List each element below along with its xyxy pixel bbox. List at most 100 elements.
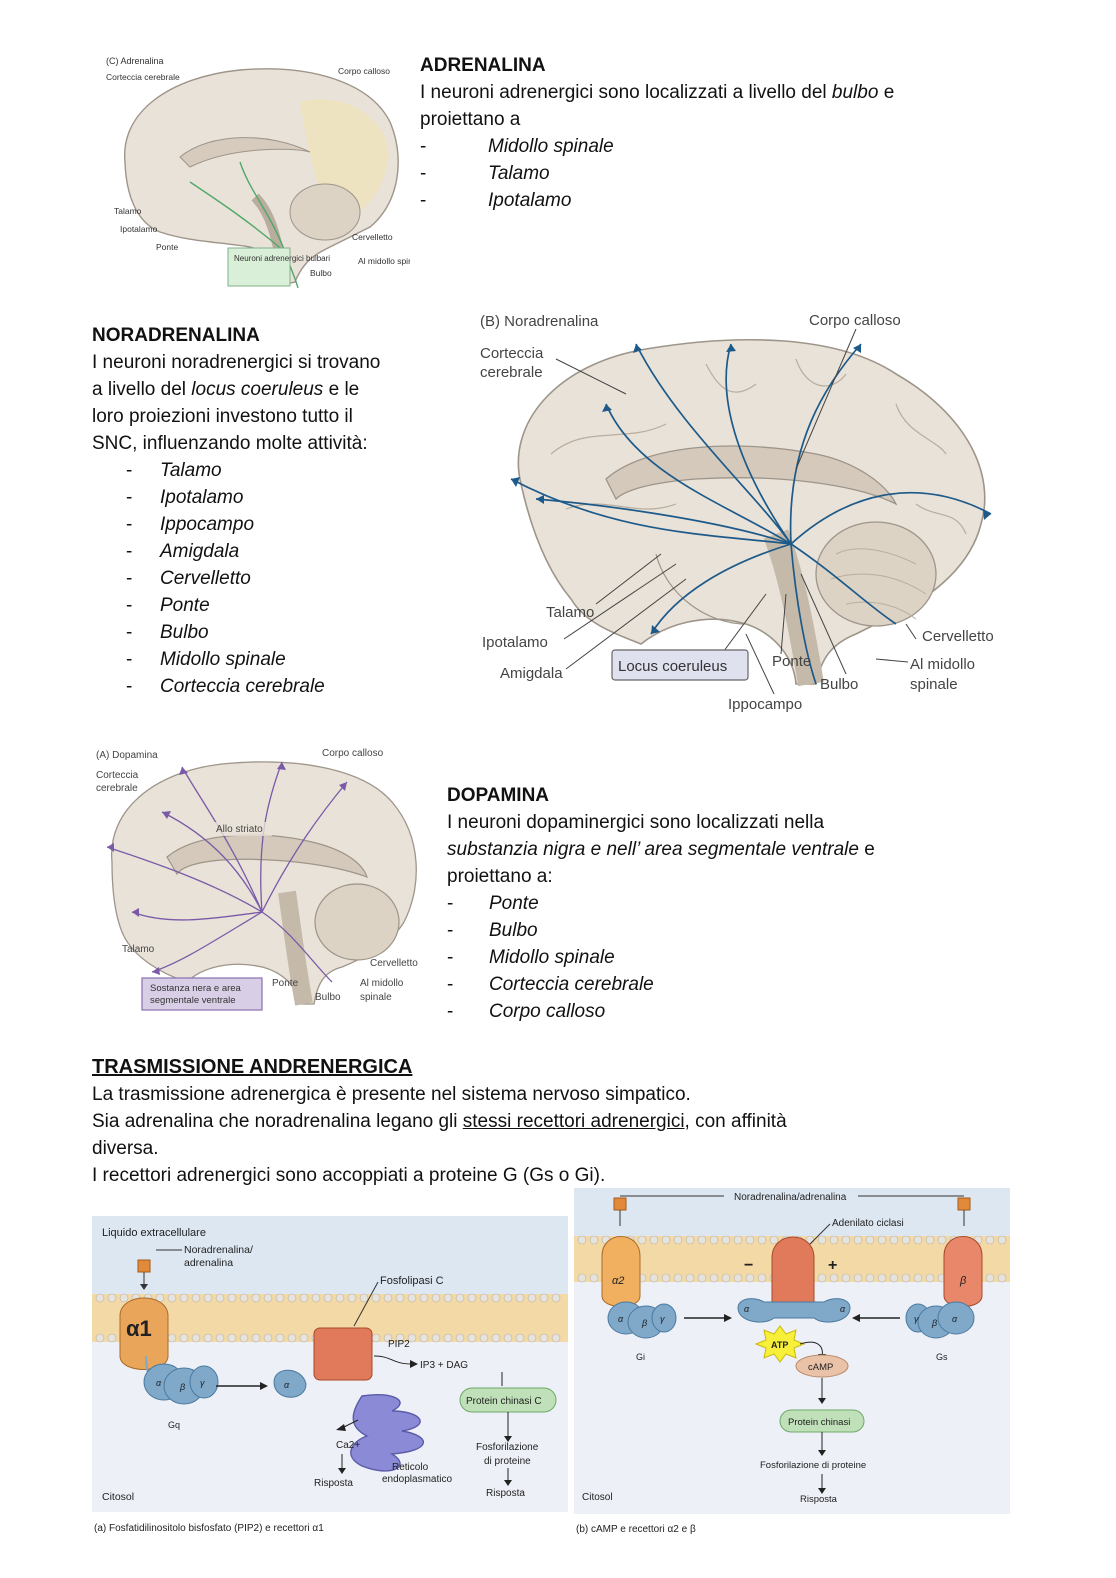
trasmissione-p1: La trasmissione adrenergica è presente n… <box>92 1084 691 1105</box>
nor-lbl-amigdala: Amigdala <box>500 665 563 682</box>
list-item: -Midollo spinale <box>420 136 614 157</box>
figure-a-pip2: Liquido extracellulare Noradrenalina/ ad… <box>92 1216 572 1536</box>
svg-text:α: α <box>156 1378 162 1388</box>
adrenalina-intro-em: bulbo <box>831 82 879 103</box>
adrenalina-intro-2: proiettano a <box>420 109 521 130</box>
adrenalina-intro-text: I neuroni adrenergici sono localizzati a… <box>420 82 827 103</box>
nor-projections <box>510 343 992 685</box>
noradrenalina-line4: SNC, influenzando molte attività: <box>92 433 368 454</box>
dop-lbl-sostanza1: Sostanza nera e area <box>150 983 242 994</box>
nor-lbl-spinale: spinale <box>910 676 958 693</box>
list-item: -Cervelletto <box>126 568 251 589</box>
nor-lbl-ipotalamo: Ipotalamo <box>482 634 548 651</box>
noradrenalina-list: -Talamo -Ipotalamo -Ippocampo -Amigdala … <box>92 457 462 700</box>
list-item: -Ipotalamo <box>126 487 244 508</box>
trasmissione-heading: TRASMISSIONE ANDRENERGICA <box>92 1056 413 1078</box>
nor-lbl-ippocampo: Ippocampo <box>728 696 802 713</box>
dopamina-line2em: substanzia nigra e nell’ area segmentale… <box>447 839 859 860</box>
figure-b-camp: Noradrenalina/adrenalina Adenilato cicla… <box>574 1188 1016 1538</box>
fa-nor2: adrenalina <box>184 1257 233 1269</box>
list-item: -Ipotalamo <box>420 190 572 211</box>
svg-text:β: β <box>641 1318 647 1328</box>
list-item: -Ponte <box>126 595 210 616</box>
trasmissione-section: TRASMISSIONE ANDRENERGICA La trasmission… <box>92 1054 1052 1189</box>
svg-text:γ: γ <box>200 1378 205 1388</box>
adrenalina-heading: ADRENALINA <box>420 55 546 76</box>
adr-lbl-al-midollo: Al midollo spinale <box>358 256 410 266</box>
dop-lbl-cerebrale: cerebrale <box>96 783 138 794</box>
svg-text:β: β <box>931 1318 937 1328</box>
nor-lbl-corteccia: Corteccia <box>480 345 544 362</box>
dopamina-line2b: e <box>864 839 875 860</box>
list-item: -Talamo <box>420 163 550 184</box>
dop-lbl-al-midollo: Al midollo <box>360 978 404 989</box>
dopamina-heading: DOPAMINA <box>447 785 550 806</box>
adr-lbl-ipotalamo: Ipotalamo <box>120 224 158 234</box>
nor-lbl-talamo: Talamo <box>546 604 594 621</box>
nor-lbl-cerebrale: cerebrale <box>480 364 543 381</box>
fb-gs: Gs <box>936 1352 948 1362</box>
fb-pk: Protein chinasi <box>788 1417 850 1428</box>
list-item: -Midollo spinale <box>447 947 615 968</box>
svg-text:α: α <box>744 1304 750 1314</box>
adrenalina-intro: I neuroni adrenergici sono localizzati a… <box>420 79 1020 106</box>
nor-lbl-ponte: Ponte <box>772 653 811 670</box>
list-item: -Bulbo <box>126 622 209 643</box>
fb-fosf: Fosforilazione di proteine <box>760 1460 866 1471</box>
list-item: -Talamo <box>126 460 222 481</box>
adrenalina-list: -Midollo spinale -Talamo -Ipotalamo <box>420 133 1020 214</box>
adr-lbl-bulbo: Bulbo <box>310 268 332 278</box>
fa-alpha1: α1 <box>126 1316 152 1341</box>
svg-text:β: β <box>179 1382 185 1392</box>
fa-reticolo1: Reticolo <box>392 1462 429 1473</box>
fa-pip2: PIP2 <box>388 1339 410 1350</box>
dopamina-figure: (A) Dopamina Corteccia cerebrale Corpo c… <box>92 742 432 1018</box>
trasmissione-p3: I recettori adrenergici sono accoppiati … <box>92 1165 606 1186</box>
svg-text:α: α <box>840 1304 846 1314</box>
fa-fosf2: di proteine <box>484 1456 531 1467</box>
noradrenalina-line3: loro proiezioni investono tutto il <box>92 406 353 427</box>
fa-citosol: Citosol <box>102 1491 134 1503</box>
noradrenalina-heading: NORADRENALINA <box>92 325 260 346</box>
list-item: -Bulbo <box>447 920 538 941</box>
list-item: -Amigdala <box>126 541 240 562</box>
noradrenalina-figure: (B) Noradrenalina Corteccia cerebrale Co… <box>476 304 1016 718</box>
fb-nor: Noradrenalina/adrenalina <box>734 1192 847 1203</box>
adrenalina-intro-and: e <box>883 82 895 103</box>
dop-lbl-corteccia: Corteccia <box>96 770 139 781</box>
fb-alpha2: α2 <box>612 1275 624 1287</box>
fa-caption: (a) Fosfatidilinositolo bisfosfato (PIP2… <box>94 1523 324 1534</box>
dopamina-line3: proiettano a: <box>447 866 553 887</box>
dop-lbl-sostanza2: segmentale ventrale <box>150 995 236 1006</box>
fa-risposta2: Risposta <box>486 1488 525 1499</box>
noradrenalina-section: NORADRENALINA I neuroni noradrenergici s… <box>92 322 462 700</box>
nor-lbl-locus: Locus coeruleus <box>618 658 727 675</box>
fb-beta: β <box>959 1275 967 1287</box>
dop-lbl-spinale: spinale <box>360 992 392 1003</box>
fb-adenilato: Adenilato ciclasi <box>832 1218 904 1229</box>
fa-pkc: Protein chinasi C <box>466 1396 542 1407</box>
adrenalina-section: ADRENALINA I neuroni adrenergici sono lo… <box>420 52 1020 214</box>
nor-lbl-corpo-calloso: Corpo calloso <box>809 312 901 329</box>
dop-lbl-ponte: Ponte <box>272 978 299 989</box>
list-item: -Corteccia cerebrale <box>126 676 325 697</box>
fb-atp: ATP <box>771 1340 788 1350</box>
svg-text:γ: γ <box>914 1314 919 1324</box>
dop-fig-title: (A) Dopamina <box>96 750 158 761</box>
adrenalina-fig-title: (C) Adrenalina <box>106 56 164 66</box>
trasmissione-p2-link: stessi recettori adrenergici <box>462 1111 685 1132</box>
adr-lbl-corpo-calloso: Corpo calloso <box>338 66 390 76</box>
list-item: -Ippocampo <box>126 514 255 535</box>
list-item: -Midollo spinale <box>126 649 286 670</box>
fb-camp: cAMP <box>808 1362 833 1373</box>
fa-gq: Gq <box>168 1420 180 1430</box>
trasmissione-p2: Sia adrenalina che noradrenalina legano … <box>92 1108 1052 1135</box>
list-item: -Ponte <box>447 893 539 914</box>
svg-text:α: α <box>284 1380 290 1390</box>
nor-lbl-bulbo: Bulbo <box>820 676 858 693</box>
dopamina-line1: I neuroni dopaminergici sono localizzati… <box>447 812 825 833</box>
fa-reticolo2: endoplasmatico <box>382 1474 452 1485</box>
fa-risposta1: Risposta <box>314 1478 353 1489</box>
fa-liquido: Liquido extracellulare <box>102 1227 206 1239</box>
list-item: -Corteccia cerebrale <box>447 974 654 995</box>
